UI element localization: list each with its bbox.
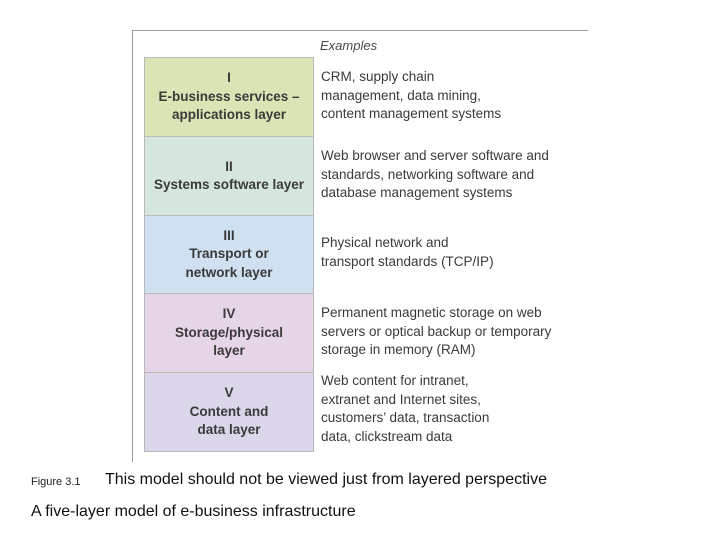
layer-1-examples: CRM, supply chain management, data minin…	[321, 68, 586, 124]
layer-name-line: Storage/physical	[174, 324, 284, 340]
example-line: transport standards (TCP/IP)	[321, 253, 494, 269]
figure-label: Figure 3.1	[31, 476, 81, 488]
example-line: Web content for intranet,	[321, 373, 469, 388]
layer-box-5: V Content and data layer	[144, 372, 314, 452]
layer-name-line: layer	[213, 343, 245, 359]
layer-name-line: network layer	[185, 264, 273, 280]
layer-box-3: III Transport or network layer	[144, 215, 314, 294]
example-line: customers’ data, transaction	[321, 410, 490, 425]
layer-name-line: applications layer	[171, 107, 287, 123]
example-line: CRM, supply chain	[321, 69, 435, 84]
example-line: data, clickstream data	[321, 428, 453, 444]
layer-name-line: E-business services –	[158, 88, 300, 104]
example-line: management, data mining,	[321, 87, 481, 103]
layer-3-examples: Physical network and transport standards…	[321, 234, 586, 271]
example-line: standards, networking software and	[321, 166, 535, 182]
layer-5-examples: Web content for intranet, extranet and I…	[321, 372, 586, 446]
example-line: Permanent magnetic storage on web	[321, 305, 542, 320]
layer-4-examples: Permanent magnetic storage on web server…	[321, 304, 586, 360]
layer-box-4: IV Storage/physical layer	[144, 293, 314, 373]
layer-box-2: II Systems software layer	[144, 136, 314, 216]
layer-box-1: I E-business services – applications lay…	[144, 57, 314, 137]
example-line: content management systems	[321, 106, 502, 121]
caption-text: This model should not be viewed just fro…	[105, 471, 547, 488]
example-line: servers or optical backup or temporary	[321, 323, 552, 339]
layer-name-line: data layer	[197, 422, 261, 438]
example-line: extranet and Internet sites,	[321, 391, 481, 407]
example-line: storage in memory (RAM)	[321, 342, 476, 357]
example-line: Web browser and server software and	[321, 148, 549, 163]
example-line: database management systems	[321, 185, 513, 200]
layer-numeral: III	[223, 227, 235, 243]
layer-2-examples: Web browser and server software and stan…	[321, 147, 586, 203]
examples-heading: Examples	[320, 38, 378, 53]
diagram-frame	[132, 30, 588, 462]
layer-numeral: V	[224, 385, 234, 401]
layer-name-line: Content and	[189, 403, 269, 419]
figure-title: A five-layer model of e-business infrast…	[31, 503, 356, 520]
layer-name-line: Systems software layer	[153, 177, 305, 192]
layer-numeral: I	[227, 70, 231, 86]
layer-numeral: II	[225, 158, 233, 174]
layer-name-line: Transport or	[189, 246, 269, 262]
example-line: Physical network and	[321, 235, 449, 250]
layer-numeral: IV	[222, 306, 236, 322]
